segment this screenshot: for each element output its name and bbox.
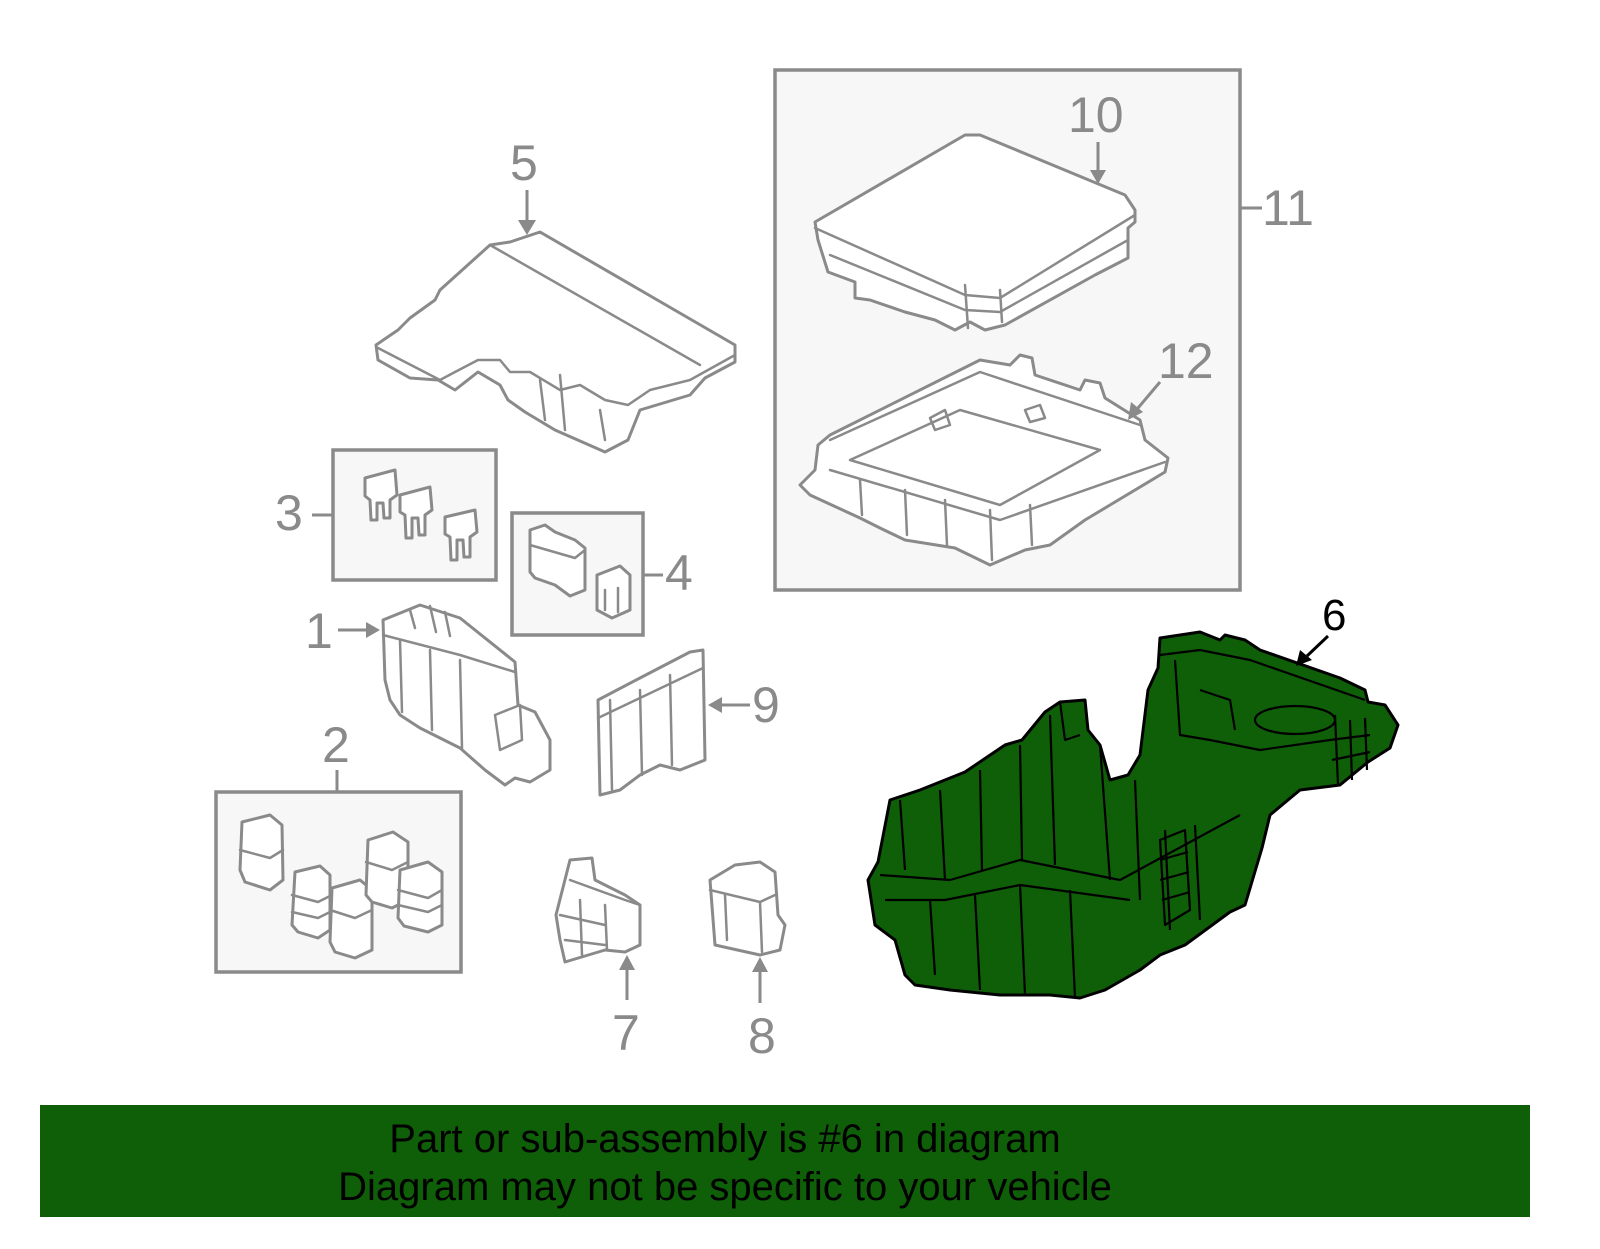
leader-arrow-8 bbox=[752, 957, 768, 972]
callout-12: 12 bbox=[1158, 333, 1214, 389]
part-4-relays[interactable] bbox=[528, 523, 632, 620]
leader-arrow-6 bbox=[1296, 650, 1312, 666]
leader-arrow-7 bbox=[619, 955, 635, 970]
callout-3: 3 bbox=[275, 485, 303, 541]
part-9-bracket[interactable] bbox=[596, 648, 707, 797]
callout-7: 7 bbox=[612, 1005, 640, 1061]
callout-2: 2 bbox=[322, 717, 350, 773]
callout-8: 8 bbox=[748, 1008, 776, 1064]
callout-1: 1 bbox=[305, 603, 333, 659]
part-8-connector[interactable] bbox=[708, 860, 787, 957]
leader-line-12 bbox=[1136, 381, 1162, 409]
footer-line-2: Diagram may not be specific to your vehi… bbox=[338, 1165, 1112, 1209]
callout-6: 6 bbox=[1322, 591, 1346, 640]
callout-4: 4 bbox=[665, 545, 693, 601]
part-2-relays[interactable] bbox=[238, 813, 444, 960]
part-1-fuse-block[interactable] bbox=[381, 603, 552, 787]
part-12-lower-case[interactable] bbox=[798, 353, 1170, 567]
part-7-bracket[interactable] bbox=[554, 856, 642, 964]
leader-arrow-10 bbox=[1090, 170, 1106, 184]
callout-9: 9 bbox=[752, 677, 780, 733]
leader-line-6 bbox=[1305, 634, 1330, 658]
callout-11: 11 bbox=[1262, 180, 1314, 236]
part-5-cover[interactable] bbox=[374, 230, 737, 454]
footer-line-1: Part or sub-assembly is #6 in diagram bbox=[389, 1117, 1061, 1161]
part-3-fuses[interactable] bbox=[363, 468, 479, 562]
part-10-lid[interactable] bbox=[813, 133, 1137, 332]
callout-10: 10 bbox=[1068, 87, 1124, 143]
part-6-lower-housing[interactable] bbox=[866, 630, 1400, 1000]
leader-arrow-12 bbox=[1128, 402, 1143, 420]
callout-5: 5 bbox=[510, 135, 538, 191]
footer-banner: Part or sub-assembly is #6 in diagram Di… bbox=[40, 1105, 1530, 1217]
leader-arrow-1 bbox=[366, 622, 380, 638]
leader-arrow-9 bbox=[708, 697, 722, 713]
leader-arrow-5 bbox=[518, 220, 536, 235]
